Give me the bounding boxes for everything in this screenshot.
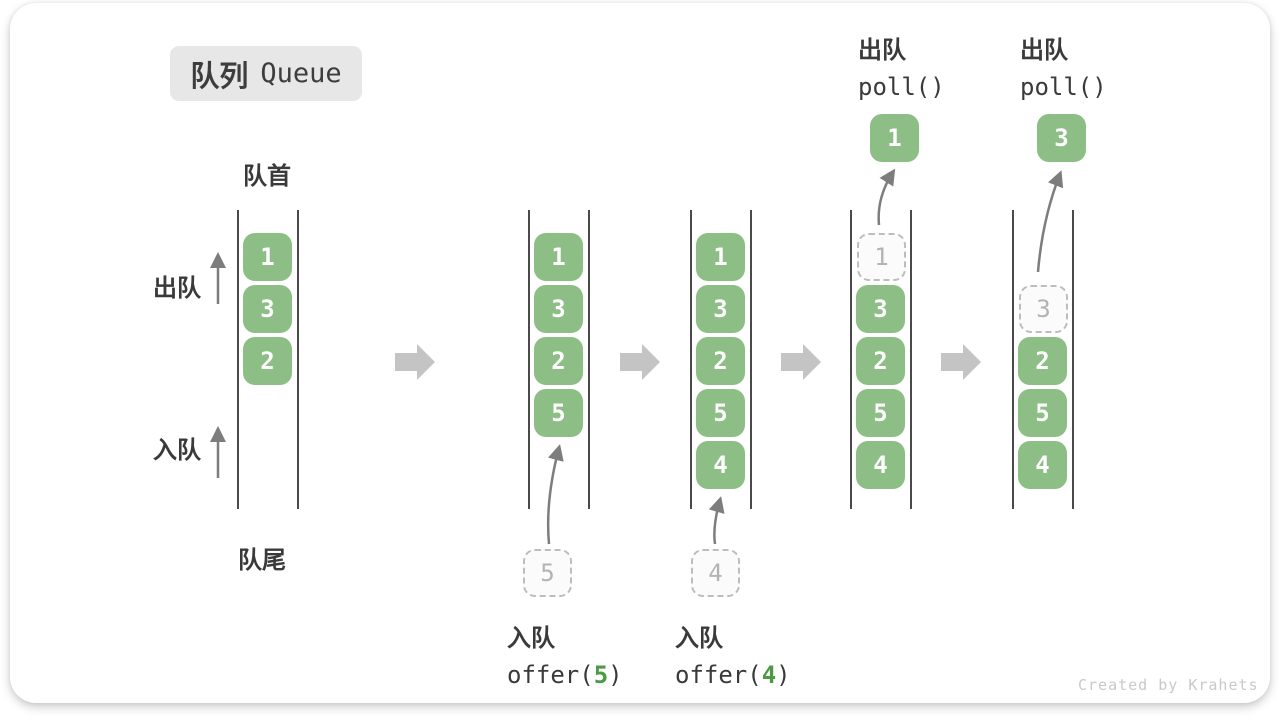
queue-block: 2 (856, 337, 905, 385)
poll-operation-label: 出队 poll() (858, 30, 945, 101)
queue-rail (588, 210, 590, 509)
polled-value-block: 3 (1037, 114, 1086, 162)
queue-rail (690, 210, 692, 509)
queue-block: 2 (534, 337, 583, 385)
queue-rail (528, 210, 530, 509)
removed-value-box: 1 (857, 233, 906, 281)
queue-block: 3 (856, 285, 905, 333)
poll-label-zh: 出队 (858, 37, 906, 64)
enqueue-operation-label: 入队 offer(4) (675, 618, 791, 689)
queue-rail (850, 210, 852, 509)
queue-block: 2 (1018, 337, 1067, 385)
enqueue-code: offer(4) (675, 661, 791, 689)
title-badge: 队列 Queue (170, 46, 362, 101)
queue-block: 4 (696, 441, 745, 489)
queue-block: 3 (696, 285, 745, 333)
title-en: Queue (260, 58, 342, 89)
label-enqueue-side: 入队 (153, 437, 201, 464)
enqueue-label-zh: 入队 (675, 625, 723, 652)
queue-block: 5 (1018, 389, 1067, 437)
enqueue-label-zh: 入队 (507, 625, 555, 652)
incoming-value-box: 5 (523, 549, 572, 597)
label-queue-rear: 队尾 (238, 547, 286, 574)
queue-rail (750, 210, 752, 509)
poll-code: poll() (1020, 73, 1107, 101)
poll-label-zh: 出队 (1020, 37, 1068, 64)
label-dequeue-side: 出队 (153, 275, 201, 302)
queue-rail (237, 210, 239, 509)
queue-block: 3 (534, 285, 583, 333)
queue-block: 1 (243, 233, 292, 281)
queue-rail (910, 210, 912, 509)
incoming-value-box: 4 (691, 549, 740, 597)
label-queue-front: 队首 (243, 163, 291, 190)
title-zh: 队列 (190, 60, 249, 93)
queue-block: 2 (243, 337, 292, 385)
queue-block: 4 (1018, 441, 1067, 489)
diagram-card (10, 3, 1270, 703)
queue-block: 5 (696, 389, 745, 437)
queue-block: 1 (534, 233, 583, 281)
enqueue-arg: 4 (761, 661, 777, 689)
enqueue-arg: 5 (593, 661, 609, 689)
poll-code: poll() (858, 73, 945, 101)
queue-block: 1 (696, 233, 745, 281)
watermark: Created by Krahets (1078, 676, 1259, 694)
queue-rail (1012, 210, 1014, 509)
queue-block: 5 (856, 389, 905, 437)
removed-value-box: 3 (1019, 285, 1068, 333)
queue-block: 4 (856, 441, 905, 489)
queue-block: 3 (243, 285, 292, 333)
queue-block: 5 (534, 389, 583, 437)
queue-rail (1072, 210, 1074, 509)
polled-value-block: 1 (870, 114, 919, 162)
poll-operation-label: 出队 poll() (1020, 30, 1107, 101)
enqueue-code: offer(5) (507, 661, 623, 689)
queue-rail (297, 210, 299, 509)
queue-block: 2 (696, 337, 745, 385)
enqueue-operation-label: 入队 offer(5) (507, 618, 623, 689)
